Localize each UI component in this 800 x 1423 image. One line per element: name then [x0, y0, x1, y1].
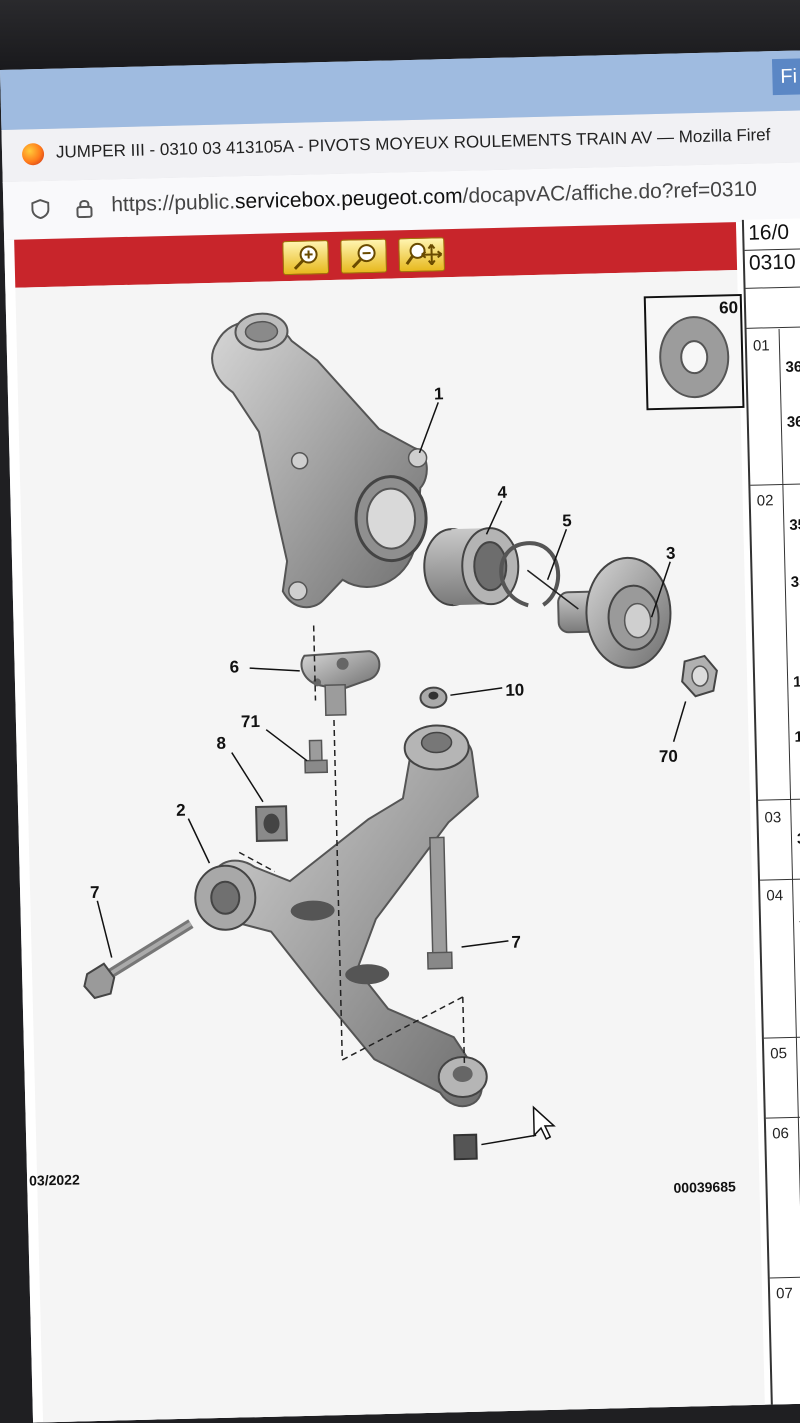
- arm-bolt-front[interactable]: [83, 919, 194, 1000]
- shield-icon[interactable]: [31, 198, 50, 220]
- washer-inset[interactable]: 60: [643, 293, 745, 411]
- zoom-in-button[interactable]: [282, 240, 330, 276]
- callout-2: 2: [176, 801, 186, 820]
- divider: [746, 325, 800, 329]
- callout-6: 6: [229, 657, 239, 676]
- callout-3: 3: [666, 544, 676, 563]
- section-id: 07: [775, 1284, 794, 1303]
- divider: [750, 482, 800, 486]
- divider: [769, 1275, 800, 1279]
- ball-joint-nut[interactable]: [419, 686, 448, 709]
- divider: [760, 877, 800, 881]
- section-id: 04: [766, 887, 784, 905]
- callout-70: 70: [659, 747, 678, 766]
- wheel-hub[interactable]: [557, 556, 672, 670]
- divider: [778, 329, 800, 1404]
- section-id: 05: [770, 1045, 788, 1063]
- part-ref[interactable]: 36: [785, 358, 800, 376]
- url-bar[interactable]: https://public.servicebox.peugeot.com/do…: [2, 161, 800, 241]
- diagram-reference: 00039685: [673, 1178, 736, 1196]
- hub-nut[interactable]: [681, 654, 718, 698]
- arm-nut[interactable]: [453, 1133, 478, 1161]
- ball-joint[interactable]: [300, 650, 381, 716]
- url-host: servicebox.peugeot.com: [234, 184, 463, 214]
- parts-diagram[interactable]: 1 4 5 3 6 10 71 8 2 7 7 70 60: [15, 270, 765, 1423]
- divider: [763, 1035, 800, 1039]
- zoom-out-icon: [351, 244, 376, 269]
- url-text[interactable]: https://public.servicebox.peugeot.com/do…: [111, 178, 757, 218]
- section-id: 06: [772, 1125, 790, 1143]
- inset-label: 60: [718, 298, 739, 318]
- mouse-cursor-icon: [532, 1105, 556, 1140]
- screen: Fi JUMPER III - 0310 03 413105A - PIVOTS…: [0, 49, 800, 1423]
- lock-icon[interactable]: [75, 198, 93, 219]
- washer-icon: [659, 316, 730, 399]
- arm-bolt-rear[interactable]: [425, 836, 453, 970]
- ball-joint-screw[interactable]: [304, 739, 329, 774]
- callout-71: 71: [241, 712, 260, 731]
- wheel-bearing[interactable]: [423, 527, 520, 607]
- diagram-date: 03/2022: [28, 1171, 80, 1189]
- callout-8: 8: [216, 734, 226, 753]
- part-ref[interactable]: 35: [790, 573, 800, 591]
- zoom-out-button[interactable]: [340, 238, 388, 274]
- callout-7-rear: 7: [511, 933, 521, 952]
- circlip[interactable]: [499, 541, 560, 608]
- part-ref[interactable]: 35: [789, 516, 800, 534]
- parts-list-date: 16/0: [747, 220, 790, 245]
- divider: [745, 285, 800, 289]
- callout-1: 1: [434, 384, 444, 403]
- url-prefix: https://public.: [111, 190, 236, 217]
- pan-icon: [405, 242, 443, 266]
- callout-7-front: 7: [90, 883, 100, 902]
- lower-control-arm[interactable]: [191, 724, 488, 1113]
- url-path: /docapvAC/affiche.do?ref=0310: [462, 177, 758, 208]
- part-ref[interactable]: 36: [786, 413, 800, 431]
- zoom-in-icon: [293, 245, 318, 270]
- divider: [765, 1115, 800, 1119]
- firefox-icon: [21, 142, 45, 166]
- part-ref[interactable]: 16: [792, 673, 800, 691]
- section-id: 02: [756, 492, 774, 510]
- steering-knuckle[interactable]: [211, 310, 430, 610]
- part-ref[interactable]: 16: [794, 728, 800, 746]
- tab-title[interactable]: JUMPER III - 0310 03 413105A - PIVOTS MO…: [55, 125, 771, 162]
- page-content: 1 4 5 3 6 10 71 8 2 7 7 70 60: [4, 217, 800, 1423]
- callout-10: 10: [505, 680, 524, 699]
- section-id: 03: [764, 809, 782, 827]
- pan-button[interactable]: [398, 237, 446, 273]
- bushing-bracket[interactable]: [255, 805, 288, 842]
- divider: [758, 797, 800, 801]
- section-id: 01: [752, 337, 770, 355]
- callout-5: 5: [562, 511, 572, 530]
- os-window-label: Fi: [771, 57, 800, 96]
- callout-4: 4: [497, 483, 507, 502]
- parts-list-ref: 0310: [748, 250, 796, 275]
- viewer-toolbar: [14, 222, 738, 288]
